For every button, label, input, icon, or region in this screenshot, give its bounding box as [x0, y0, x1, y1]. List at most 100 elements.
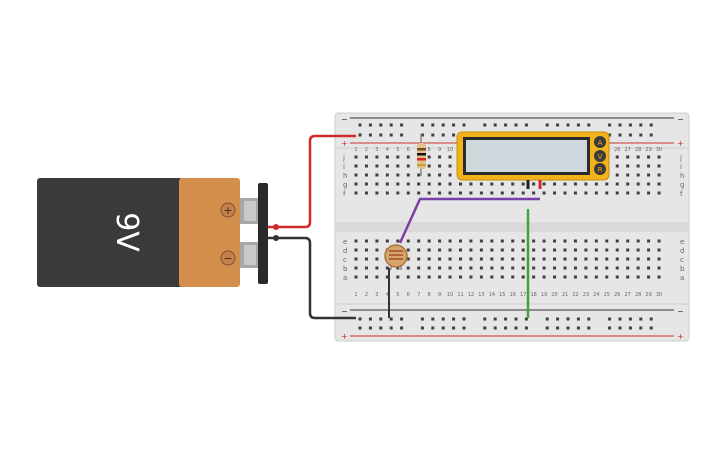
breadboard-hole[interactable] [368, 326, 372, 330]
breadboard-hole[interactable] [448, 239, 452, 243]
breadboard-hole[interactable] [438, 155, 442, 159]
breadboard-hole[interactable] [615, 164, 619, 168]
breadboard-hole[interactable] [441, 326, 445, 330]
breadboard-hole[interactable] [354, 248, 358, 252]
breadboard-hole[interactable] [375, 275, 379, 279]
breadboard-hole[interactable] [626, 155, 630, 159]
breadboard-hole[interactable] [354, 182, 358, 186]
breadboard-hole[interactable] [417, 191, 421, 195]
breadboard-hole[interactable] [368, 317, 372, 321]
breadboard-hole[interactable] [448, 257, 452, 261]
breadboard-hole[interactable] [427, 248, 431, 252]
breadboard-hole[interactable] [364, 173, 368, 177]
purple-wire[interactable] [398, 197, 540, 244]
breadboard-hole[interactable] [594, 266, 598, 270]
breadboard-hole[interactable] [389, 123, 393, 127]
breadboard-hole[interactable] [389, 317, 393, 321]
breadboard-hole[interactable] [636, 155, 640, 159]
breadboard-hole[interactable] [587, 317, 591, 321]
breadboard-hole[interactable] [379, 317, 383, 321]
breadboard-hole[interactable] [605, 257, 609, 261]
breadboard-hole[interactable] [605, 182, 609, 186]
breadboard-hole[interactable] [406, 239, 410, 243]
breadboard-hole[interactable] [441, 133, 445, 137]
breadboard-holes[interactable] [354, 123, 661, 330]
breadboard-hole[interactable] [521, 275, 525, 279]
breadboard-hole[interactable] [438, 266, 442, 270]
breadboard-hole[interactable] [639, 123, 643, 127]
breadboard-hole[interactable] [542, 191, 546, 195]
breadboard-hole[interactable] [364, 248, 368, 252]
breadboard-hole[interactable] [427, 239, 431, 243]
breadboard-hole[interactable] [563, 275, 567, 279]
breadboard-hole[interactable] [459, 239, 462, 243]
breadboard-hole[interactable] [636, 275, 640, 279]
breadboard-hole[interactable] [406, 266, 410, 270]
breadboard-hole[interactable] [576, 326, 580, 330]
breadboard-hole[interactable] [511, 257, 515, 261]
breadboard-hole[interactable] [615, 248, 619, 252]
breadboard-hole[interactable] [490, 275, 494, 279]
breadboard-hole[interactable] [584, 266, 588, 270]
breadboard-hole[interactable] [368, 123, 372, 127]
breadboard-hole[interactable] [524, 123, 528, 127]
breadboard-hole[interactable] [441, 317, 445, 321]
breadboard-hole[interactable] [406, 182, 410, 186]
breadboard-hole[interactable] [358, 317, 362, 321]
breadboard-hole[interactable] [626, 182, 630, 186]
breadboard-hole[interactable] [375, 191, 379, 195]
breadboard-hole[interactable] [417, 275, 421, 279]
breadboard-hole[interactable] [647, 155, 651, 159]
breadboard-hole[interactable] [584, 275, 588, 279]
breadboard-hole[interactable] [636, 164, 640, 168]
breadboard-hole[interactable] [615, 182, 619, 186]
breadboard-hole[interactable] [490, 239, 494, 243]
breadboard-hole[interactable] [427, 164, 431, 168]
breadboard-hole[interactable] [459, 248, 462, 252]
breadboard-hole[interactable] [647, 164, 651, 168]
breadboard-hole[interactable] [521, 182, 525, 186]
breadboard-hole[interactable] [636, 257, 640, 261]
breadboard-hole[interactable] [605, 248, 609, 252]
breadboard-hole[interactable] [511, 191, 515, 195]
breadboard-hole[interactable] [438, 191, 442, 195]
breadboard-hole[interactable] [459, 257, 462, 261]
breadboard-hole[interactable] [469, 257, 473, 261]
breadboard-hole[interactable] [584, 257, 588, 261]
breadboard-hole[interactable] [618, 133, 622, 137]
breadboard-hole[interactable] [379, 123, 383, 127]
breadboard-hole[interactable] [521, 257, 525, 261]
breadboard-hole[interactable] [448, 275, 452, 279]
breadboard-hole[interactable] [427, 191, 431, 195]
breadboard-hole[interactable] [636, 239, 640, 243]
breadboard-hole[interactable] [375, 239, 379, 243]
breadboard-hole[interactable] [354, 266, 358, 270]
breadboard-hole[interactable] [511, 275, 515, 279]
breadboard-hole[interactable] [493, 326, 497, 330]
breadboard-hole[interactable] [375, 173, 379, 177]
breadboard-hole[interactable] [649, 326, 653, 330]
breadboard-hole[interactable] [639, 133, 643, 137]
breadboard-hole[interactable] [657, 191, 661, 195]
breadboard-hole[interactable] [504, 123, 508, 127]
breadboard-hole[interactable] [500, 266, 504, 270]
breadboard-hole[interactable] [438, 248, 442, 252]
breadboard-hole[interactable] [514, 123, 518, 127]
breadboard-hole[interactable] [400, 133, 404, 137]
breadboard-hole[interactable] [420, 133, 424, 137]
breadboard-hole[interactable] [385, 155, 389, 159]
breadboard-hole[interactable] [364, 275, 368, 279]
breadboard-hole[interactable] [427, 257, 431, 261]
breadboard-hole[interactable] [427, 182, 431, 186]
breadboard-hole[interactable] [563, 266, 567, 270]
breadboard-hole[interactable] [563, 248, 567, 252]
breadboard-hole[interactable] [542, 248, 546, 252]
breadboard-hole[interactable] [542, 266, 546, 270]
breadboard-hole[interactable] [521, 266, 525, 270]
breadboard-hole[interactable] [649, 317, 653, 321]
breadboard-hole[interactable] [479, 239, 483, 243]
breadboard-hole[interactable] [406, 164, 410, 168]
breadboard-hole[interactable] [385, 164, 389, 168]
breadboard-hole[interactable] [573, 266, 577, 270]
breadboard-hole[interactable] [563, 191, 567, 195]
